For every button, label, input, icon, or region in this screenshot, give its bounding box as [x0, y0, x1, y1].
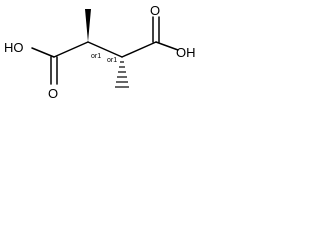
- upper-methyl-wedge-bond: [85, 9, 91, 42]
- ho-to-left-carboxyl-bond: [31, 47, 55, 58]
- left-carboxyl-to-c2-bond: [53, 41, 89, 58]
- left-hydroxyl-label: HO: [4, 40, 24, 55]
- c3-to-right-carboxyl-bond: [121, 41, 157, 58]
- right-stereo-label: or1: [107, 57, 117, 64]
- right-carbonyl-oxygen-label: O: [150, 3, 160, 18]
- chemical-structure: HO O OH O or1 or1: [4, 3, 196, 101]
- right-hydroxyl-label: OH: [176, 45, 196, 60]
- left-carbonyl-oxygen-label: O: [48, 86, 58, 101]
- structure-canvas: HO O OH O or1 or1: [0, 0, 210, 118]
- c2-to-c3-bond: [87, 41, 123, 58]
- right-carboxyl-to-oh-bond: [155, 41, 179, 51]
- left-stereo-label: or1: [91, 53, 101, 60]
